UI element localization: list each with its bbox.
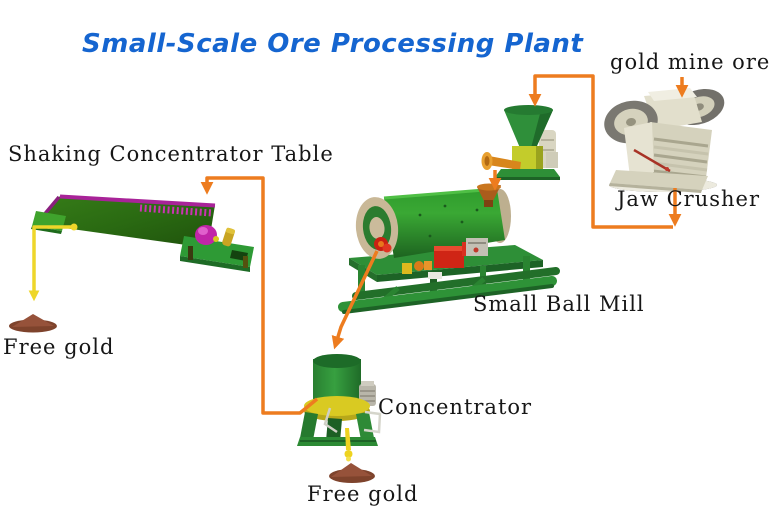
flow-concentrator-to-table — [200, 176, 319, 415]
label-jaw-crusher: Jaw Crusher — [617, 187, 760, 211]
flow-crusher-to-feeder — [528, 74, 673, 229]
flow-mill-to-concentrator — [331, 250, 379, 350]
feeder-hopper-machine — [481, 105, 560, 180]
flow-table-to-free-gold — [28, 225, 74, 302]
free-gold-pile-left — [9, 314, 57, 333]
jaw-crusher-machine — [604, 88, 725, 193]
concentrator-machine — [297, 354, 382, 462]
label-free-gold-left: Free gold — [3, 335, 115, 359]
shaking-table-machine — [31, 194, 254, 272]
label-gold-mine-ore: gold mine ore — [610, 50, 771, 74]
label-shaking-concentrator-table: Shaking Concentrator Table — [8, 142, 334, 166]
free-gold-pile-bottom — [329, 463, 375, 483]
label-free-gold-bottom: Free gold — [307, 482, 419, 506]
flow-junction-dot — [70, 223, 78, 231]
page-title: Small-Scale Ore Processing Plant — [82, 29, 584, 59]
ball-mill-machine — [338, 183, 560, 314]
label-concentrator: Concentrator — [378, 395, 533, 419]
label-small-ball-mill: Small Ball Mill — [473, 292, 645, 316]
